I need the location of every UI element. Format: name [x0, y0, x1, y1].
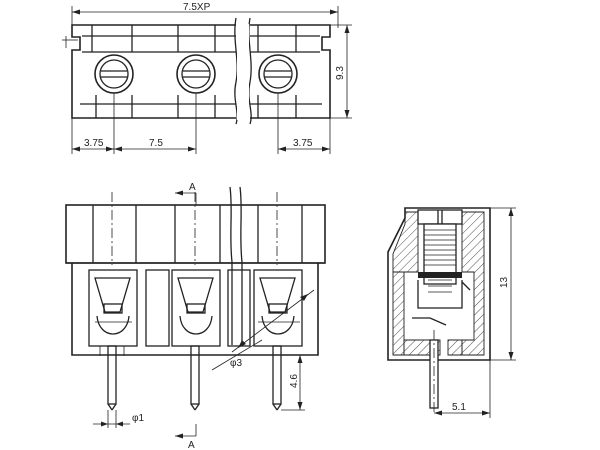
pin-diameter-label: φ1	[132, 413, 144, 424]
front-body	[65, 204, 326, 356]
top-screw-3	[258, 54, 298, 94]
wire	[229, 186, 243, 345]
side-height-dimension: 13	[490, 207, 516, 361]
wire-hole-diameter-label: φ3	[230, 358, 242, 369]
pin-diameter-dimension: φ1	[93, 410, 144, 428]
top-view: 7.5XP	[62, 2, 352, 154]
wire-hole-leader: φ3	[211, 289, 315, 371]
pin-2	[190, 345, 200, 411]
overall-width-label: 7.5XP	[183, 2, 211, 13]
front-view: A	[65, 182, 326, 450]
section-mark-bottom: A	[175, 424, 197, 450]
pitch-dimensions: 3.75 7.5 3.75	[71, 93, 331, 154]
side-height-label: 13	[499, 276, 510, 288]
divider-slot-2	[227, 269, 251, 347]
overall-width-dimension: 7.5XP	[71, 2, 339, 28]
clamp-cavity-2	[171, 269, 221, 347]
divider-slot-1	[145, 269, 170, 347]
pin-length-label: 4.6	[289, 374, 300, 388]
pitch-label: 7.5	[149, 138, 163, 149]
pin-3	[272, 345, 282, 411]
side-pin-offset-dimension: 5.1	[434, 360, 491, 418]
pin-1	[99, 345, 125, 411]
top-body	[71, 17, 331, 125]
side-pin-offset-label: 5.1	[452, 402, 466, 413]
front-center-lines	[111, 192, 278, 265]
right-offset-label: 3.75	[293, 138, 313, 149]
top-screw-1	[94, 54, 134, 94]
section-mark-top: A	[175, 182, 197, 205]
top-height-dimension: 9.3	[330, 24, 352, 119]
left-offset-label: 3.75	[84, 138, 104, 149]
top-screw-2	[176, 54, 216, 94]
section-mark-top-label: A	[189, 182, 196, 193]
side-view: 13 5.1	[387, 207, 516, 418]
pin-length-dimension: 4.6	[281, 354, 305, 411]
section-mark-bottom-label: A	[188, 440, 195, 450]
clamp-cavity-3	[253, 269, 303, 347]
side-clamp	[412, 280, 471, 326]
height-label: 9.3	[335, 66, 346, 80]
top-left-marker	[62, 36, 78, 48]
side-screw	[417, 209, 463, 293]
side-pin	[429, 330, 439, 415]
clamp-cavity-1	[88, 269, 138, 347]
